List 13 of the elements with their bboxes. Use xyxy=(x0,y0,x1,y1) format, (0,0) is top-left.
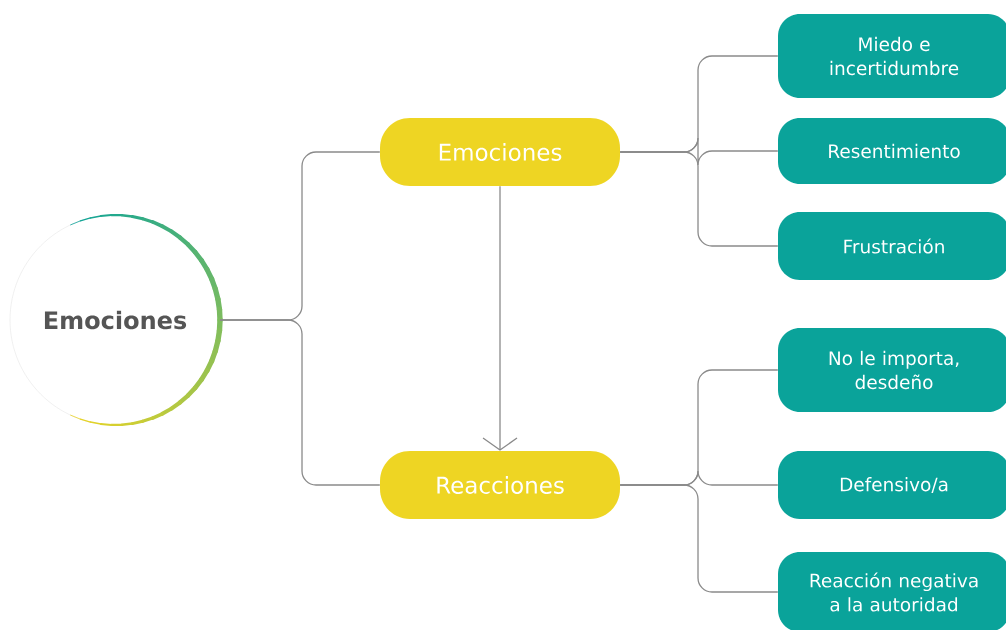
topic-box: Reacciones xyxy=(380,451,620,519)
item-box: Resentimiento xyxy=(778,118,1006,184)
topic-box: Emociones xyxy=(380,118,620,186)
arrow xyxy=(482,185,518,451)
item-box: Reacción negativa a la autoridad xyxy=(778,552,1006,630)
item-box: No le importa, desdeño xyxy=(778,328,1006,412)
item-box: Miedo e incertidumbre xyxy=(778,14,1006,98)
connector-line xyxy=(619,151,779,247)
item-box: Defensivo/a xyxy=(778,451,1006,519)
item-box: Frustración xyxy=(778,212,1006,280)
connector-line xyxy=(619,484,779,593)
connector-line xyxy=(219,319,381,486)
circle-node: Emociones xyxy=(9,213,223,427)
